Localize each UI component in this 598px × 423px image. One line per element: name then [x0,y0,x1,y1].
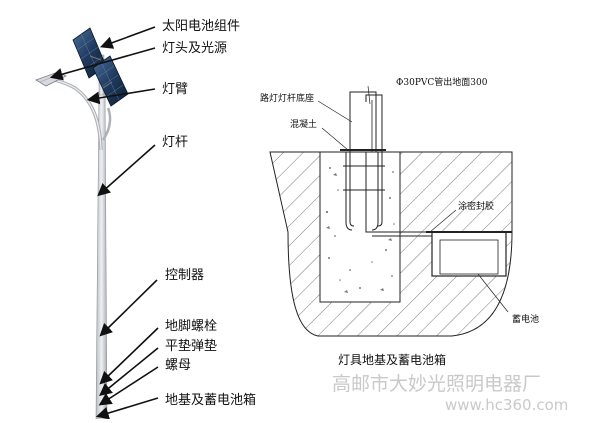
detail-caption: 灯具地基及蓄电池箱 [338,353,447,367]
label-nut: 螺母 [165,358,192,373]
watermark-url: www.hc360.com [445,396,569,414]
label-controller: 控制器 [165,268,205,283]
arrow-solar-panel [99,26,156,49]
label-pvc: Φ30PVC管出地面300 [396,78,488,88]
leader-battery [477,273,509,313]
arrow-foundation [95,397,159,420]
label-washer: 平垫弹垫 [165,339,218,354]
street-light [35,27,129,420]
label-lamp-pole: 灯杆 [162,135,189,150]
pvc-pipe [365,94,383,152]
leader-concrete [321,127,349,151]
label-concrete: 混凝土 [290,120,318,130]
pointer-arrows [49,26,159,420]
arrow-anchor [99,327,159,385]
leader-sealant [429,209,457,233]
label-foundation: 地基及蓄电池箱 [165,393,257,408]
label-sealant: 涂密封胶 [458,202,495,212]
label-solar-panel: 太阳电池组件 [162,19,241,34]
arrow-washer [99,347,159,397]
anchor-bolts [343,152,385,231]
label-anchor-bolt: 地脚螺栓 [165,319,218,334]
leader-pole-base [317,100,353,123]
arrow-lamp-arm [86,88,156,105]
label-pole-base: 路灯灯杆底座 [260,94,315,104]
concrete-pit [319,151,401,303]
arrow-nut [98,366,159,406]
conduit [365,152,440,233]
watermark-company: 高邮市大妙光照明电器厂 [332,373,542,395]
leader-pvc [367,85,371,105]
arrow-controller [99,279,158,337]
label-battery: 蓄电池 [512,315,540,325]
arrow-lamp-pole [97,144,156,197]
label-lamp-head: 灯头及光源 [162,41,228,56]
label-lamp-arm: 灯臂 [162,82,189,97]
foundation-detail [269,85,513,337]
arrow-lamp-head [49,47,156,81]
